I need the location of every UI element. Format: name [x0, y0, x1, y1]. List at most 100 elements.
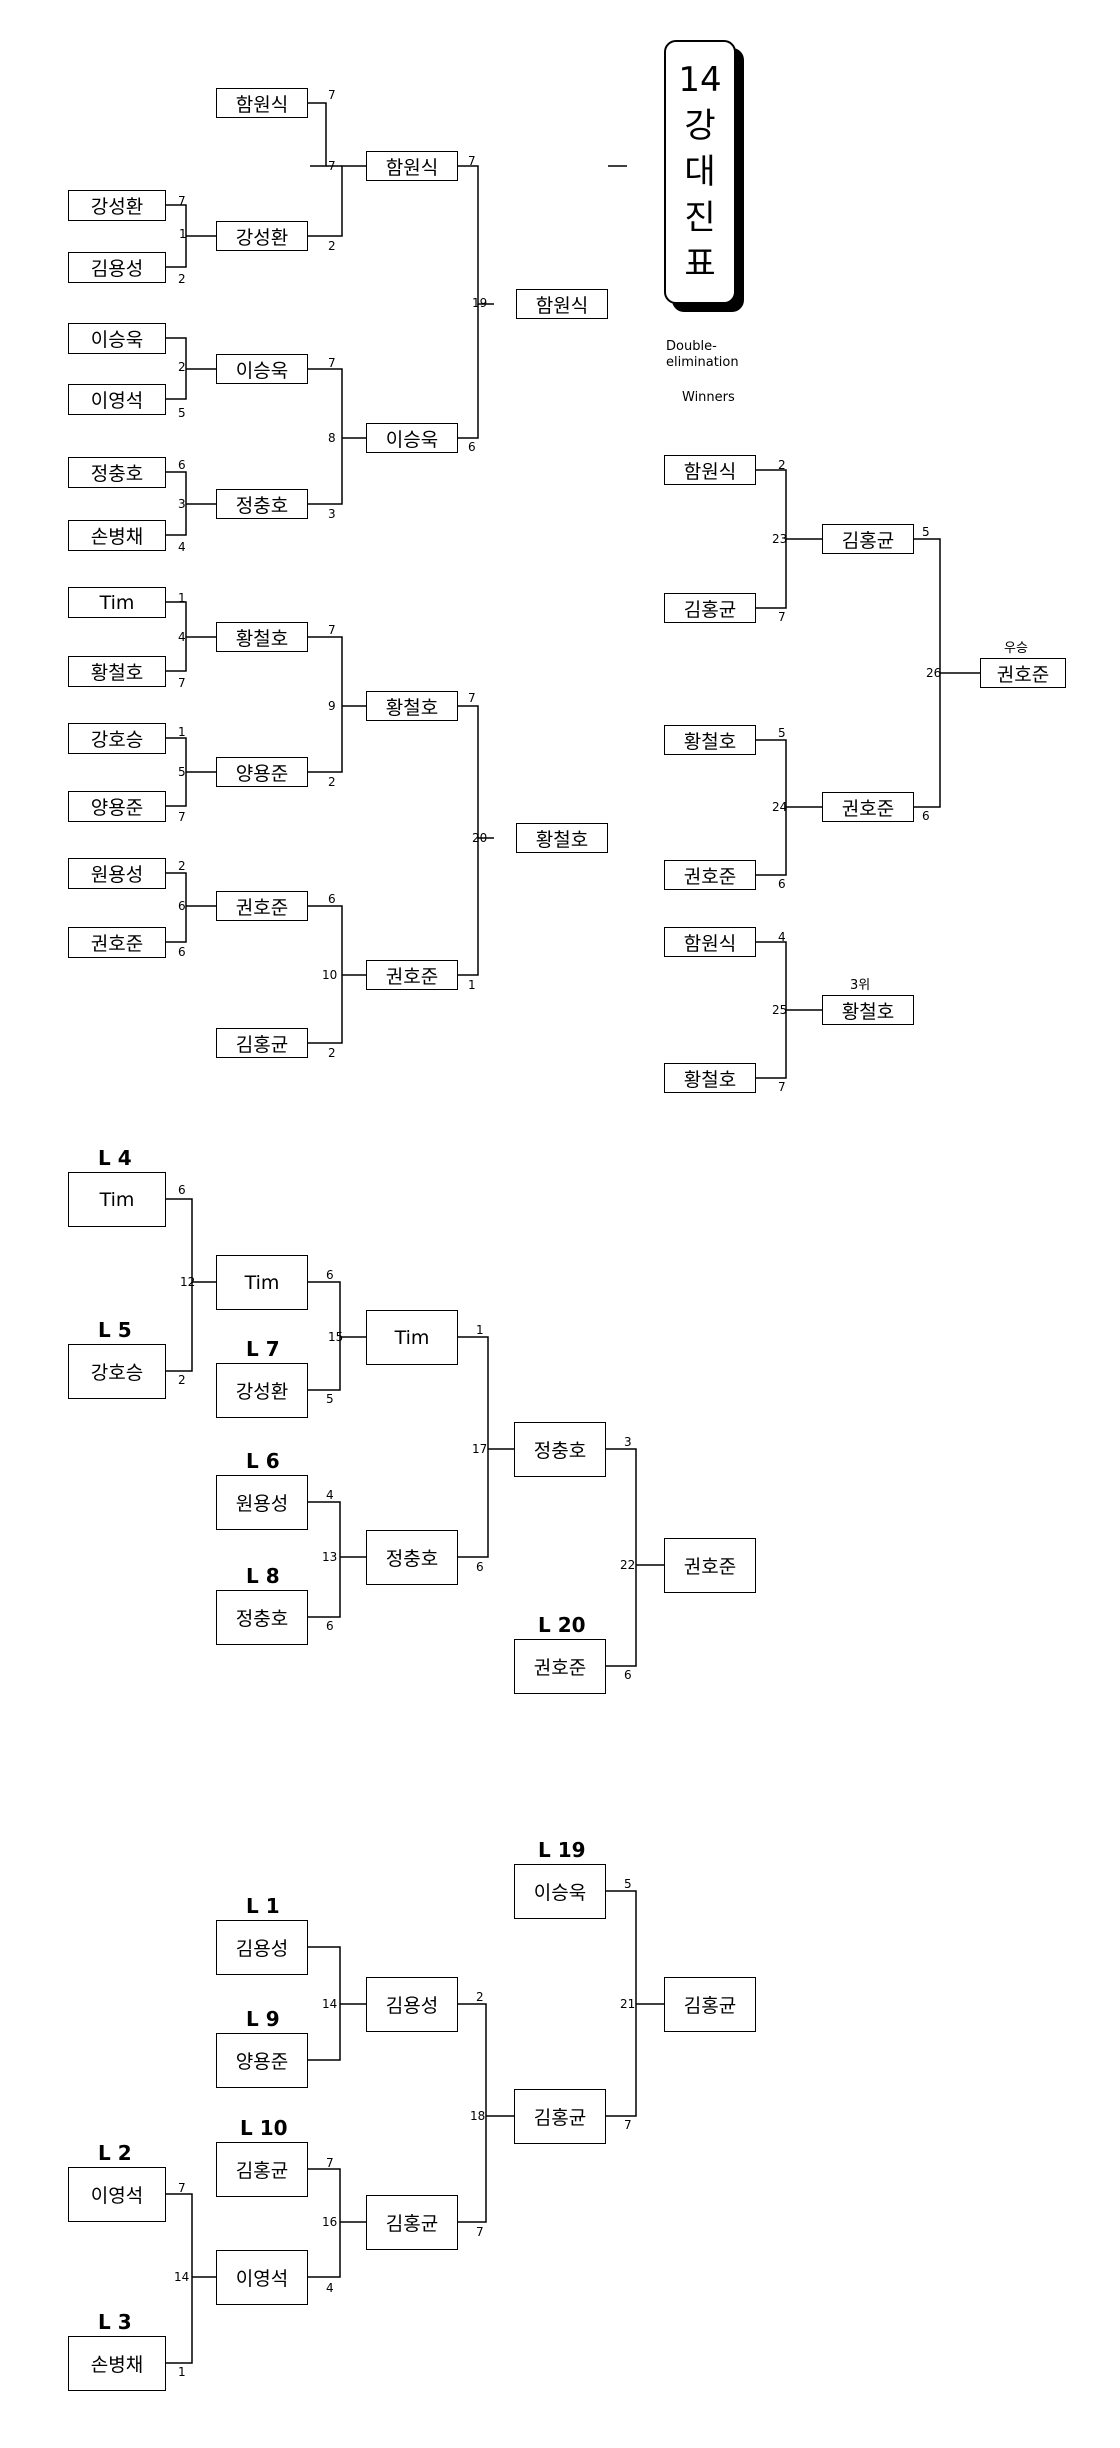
player-box: 김홍균 — [216, 2142, 308, 2197]
player-box: 김홍균 — [216, 1028, 308, 1058]
player-box: 강호승 — [68, 723, 166, 754]
score-label: 1 — [178, 591, 186, 605]
player-box: 이승욱 — [68, 323, 166, 354]
match-number: 18 — [470, 2109, 486, 2123]
score-label: 3 — [624, 1435, 632, 1449]
player-box: 이승욱 — [366, 423, 458, 453]
score-label: 2 — [328, 239, 336, 253]
loser-label: L 5 — [98, 1318, 132, 1342]
score-label: 7 — [778, 1080, 786, 1094]
score-label: 3 — [328, 507, 336, 521]
bracket-title: 14 강 대 진 표 — [664, 40, 736, 304]
score-label: 7 — [178, 810, 186, 824]
match-number: 12 — [180, 1275, 196, 1289]
score-label: 6 — [326, 1619, 334, 1633]
match-number: 17 — [472, 1442, 488, 1456]
match-number: 2 — [178, 360, 186, 374]
player-box: 정충호 — [366, 1530, 458, 1585]
player-box: 양용준 — [68, 791, 166, 822]
player-box: Tim — [366, 1310, 458, 1365]
player-box: 이승욱 — [216, 354, 308, 384]
score-label: 6 — [624, 1668, 632, 1682]
loser-label: L 20 — [538, 1613, 586, 1637]
score-label: 4 — [326, 1488, 334, 1502]
score-label: 5 — [922, 525, 930, 539]
player-box: 권호준 — [822, 792, 914, 822]
match-number: 8 — [328, 431, 336, 445]
score-label: 2 — [178, 1373, 186, 1387]
match-number: 22 — [620, 1558, 636, 1572]
champion-box: 권호준 — [980, 658, 1066, 688]
score-label: 6 — [328, 892, 336, 906]
caption-winners: Winners — [682, 390, 735, 405]
score-label: 5 — [624, 1877, 632, 1891]
score-label: 7 — [328, 356, 336, 370]
score-label: 6 — [922, 809, 930, 823]
score-label: 7 — [328, 88, 336, 102]
score-label: 2 — [476, 1990, 484, 2004]
player-box: 강성환 — [216, 1363, 308, 1418]
player-box: 권호준 — [366, 960, 458, 990]
player-box: 황철호 — [664, 1063, 756, 1093]
loser-label: L 10 — [240, 2116, 288, 2140]
player-box: 양용준 — [216, 757, 308, 787]
score-label: 1 — [468, 978, 476, 992]
score-label: 6 — [476, 1560, 484, 1574]
player-box: 이승욱 — [514, 1864, 606, 1919]
loser-label: L 6 — [246, 1449, 280, 1473]
score-label: 7 — [326, 2156, 334, 2170]
player-box: 김용성 — [216, 1920, 308, 1975]
player-box: 양용준 — [216, 2033, 308, 2088]
player-box: 김홍균 — [664, 1977, 756, 2032]
player-box: 황철호 — [664, 725, 756, 755]
player-box: 손병채 — [68, 520, 166, 551]
title-line-2: 강 — [684, 106, 716, 146]
match-number: 5 — [178, 765, 186, 779]
score-label: 7 — [468, 691, 476, 705]
match-number: 4 — [178, 630, 186, 644]
player-box: 권호준 — [216, 891, 308, 921]
loser-label: L 2 — [98, 2141, 132, 2165]
score-label: 7 — [778, 610, 786, 624]
loser-label: L 3 — [98, 2310, 132, 2334]
caption-champion: 우승 — [1004, 641, 1028, 656]
player-box: 함원식 — [366, 151, 458, 181]
match-number: 3 — [178, 497, 186, 511]
match-number: 9 — [328, 699, 336, 713]
score-label: 6 — [326, 1268, 334, 1282]
title-line-1: 14 — [678, 60, 722, 100]
caption-third-place: 3위 — [850, 978, 871, 993]
score-label: 2 — [778, 458, 786, 472]
match-number: 21 — [620, 1997, 636, 2011]
player-box: 함원식 — [516, 289, 608, 319]
player-box: 정충호 — [514, 1422, 606, 1477]
score-label: 6 — [178, 1183, 186, 1197]
match-number: 6 — [178, 899, 186, 913]
match-number: 15 — [328, 1330, 344, 1344]
player-box: 이영석 — [68, 2167, 166, 2222]
match-number: 24 — [772, 800, 788, 814]
score-label: 6 — [778, 877, 786, 891]
caption-elimination: elimination — [666, 355, 739, 370]
score-label: 2 — [178, 859, 186, 873]
player-box: 원용성 — [216, 1475, 308, 1530]
match-number: 19 — [472, 296, 488, 310]
caption-double: Double- — [666, 339, 717, 354]
loser-label: L 4 — [98, 1146, 132, 1170]
title-line-3: 대 — [684, 152, 716, 192]
player-box: 이영석 — [68, 384, 166, 415]
player-box: 황철호 — [366, 691, 458, 721]
player-box: 강호승 — [68, 1344, 166, 1399]
player-box: 함원식 — [664, 927, 756, 957]
score-label: 7 — [476, 2225, 484, 2239]
match-number: 16 — [322, 2215, 338, 2229]
match-number: 1 — [179, 227, 187, 241]
player-box: 권호준 — [68, 927, 166, 958]
match-number: 14 — [322, 1997, 338, 2011]
match-number: 13 — [322, 1550, 338, 1564]
match-number: 7 — [328, 159, 336, 173]
third-place-box: 황철호 — [822, 995, 914, 1025]
player-box: 이영석 — [216, 2250, 308, 2305]
match-number: 26 — [926, 666, 942, 680]
